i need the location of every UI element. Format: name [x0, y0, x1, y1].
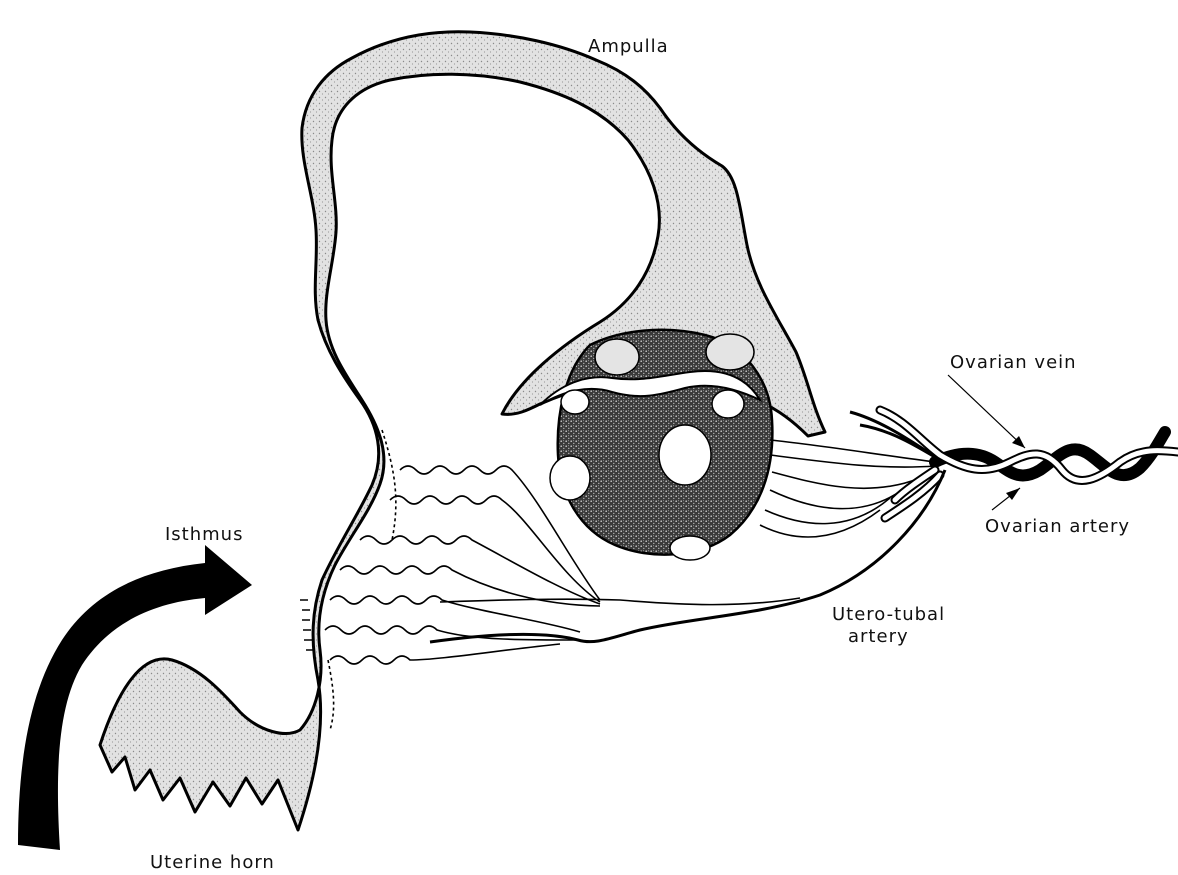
label-isthmus: Isthmus — [165, 524, 243, 545]
follicle — [670, 536, 710, 560]
ovarian-artery-pointer-head — [1006, 488, 1020, 500]
horn-edge-dotted — [328, 660, 334, 730]
label-uterine-horn: Uterine horn — [150, 852, 275, 873]
utero-tubal-artery-upper — [440, 598, 800, 605]
label-ovarian-vein: Ovarian vein — [950, 352, 1077, 373]
follicle — [659, 425, 711, 485]
ovarian-vein-pointer — [948, 375, 1025, 448]
follicle — [706, 334, 754, 370]
follicle — [712, 390, 744, 418]
label-utero-tubal-artery-line1: Utero-tubal — [832, 604, 945, 625]
label-ampulla: Ampulla — [588, 36, 669, 57]
follicle — [561, 390, 589, 414]
follicle — [595, 339, 639, 375]
label-ovarian-artery: Ovarian artery — [985, 516, 1130, 537]
mesosalpinx-edge — [382, 430, 396, 540]
label-utero-tubal-artery-line2: artery — [848, 626, 909, 647]
follicle — [550, 456, 590, 500]
